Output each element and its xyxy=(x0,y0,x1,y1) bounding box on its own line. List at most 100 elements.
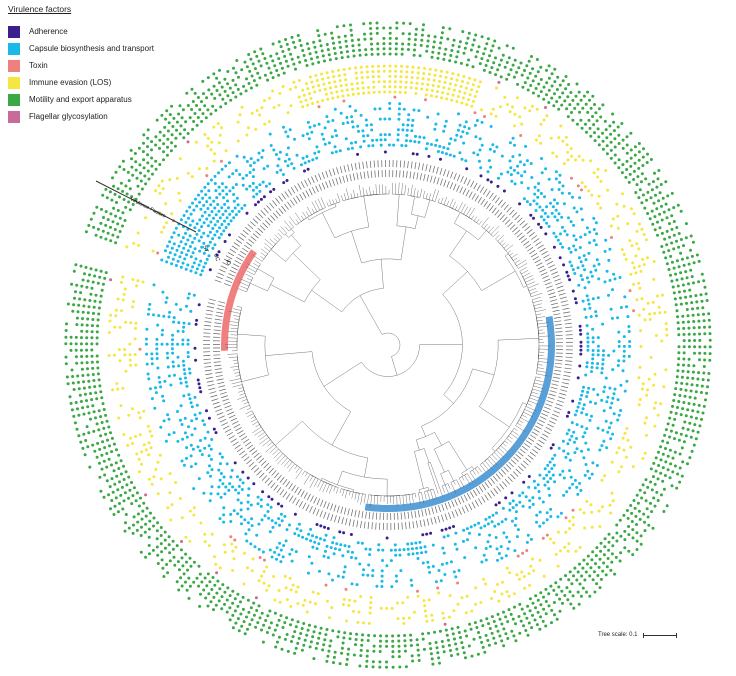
virulence-dot xyxy=(532,479,536,483)
virulence-dot xyxy=(654,456,658,460)
tip-label-tick xyxy=(523,241,530,246)
virulence-dot xyxy=(500,622,504,626)
virulence-dot xyxy=(319,524,323,528)
virulence-dot xyxy=(565,233,569,237)
virulence-dot xyxy=(198,411,202,415)
virulence-dot xyxy=(239,508,243,512)
virulence-dot xyxy=(245,615,248,619)
virulence-dot xyxy=(561,469,565,473)
tip-label-tick xyxy=(256,455,262,461)
virulence-dot xyxy=(378,665,382,669)
virulence-dot xyxy=(225,192,229,196)
virulence-dot xyxy=(301,156,305,160)
virulence-dot xyxy=(704,398,707,402)
virulence-dot xyxy=(492,620,496,623)
virulence-dot xyxy=(620,248,624,252)
virulence-dot xyxy=(354,66,357,70)
virulence-dot xyxy=(205,166,209,170)
virulence-dot xyxy=(189,454,193,458)
tip-label-tick xyxy=(261,475,268,481)
virulence-dot xyxy=(556,515,560,519)
tree-branch xyxy=(493,231,499,237)
tip-label-tick xyxy=(563,371,571,374)
tip-label-tick xyxy=(257,227,264,234)
virulence-dot xyxy=(532,91,535,95)
virulence-dot xyxy=(224,164,228,168)
tip-label-tick xyxy=(235,239,243,244)
virulence-dot xyxy=(449,137,453,141)
tip-label-tick xyxy=(338,176,342,184)
virulence-dot xyxy=(397,649,401,653)
virulence-dot xyxy=(587,302,591,306)
virulence-dot xyxy=(200,120,204,123)
virulence-dot xyxy=(707,372,711,375)
virulence-dot xyxy=(270,555,274,559)
tip-label-tick xyxy=(559,392,567,396)
tree-branch xyxy=(502,443,507,447)
virulence-dot xyxy=(109,507,112,511)
virulence-dot xyxy=(560,191,564,195)
virulence-dot xyxy=(209,474,212,478)
virulence-dot xyxy=(393,90,397,94)
virulence-dot xyxy=(686,408,690,412)
tip-label-tick xyxy=(318,184,322,191)
virulence-dot xyxy=(113,228,117,231)
virulence-dot xyxy=(342,99,346,103)
tree-branch xyxy=(465,207,472,216)
virulence-dot xyxy=(280,647,284,651)
virulence-dot xyxy=(326,76,330,80)
tip-label-tick xyxy=(554,369,562,372)
virulence-dot xyxy=(638,286,642,290)
virulence-dot xyxy=(256,200,260,204)
virulence-dot xyxy=(586,348,590,352)
virulence-dot xyxy=(84,439,88,442)
virulence-dot xyxy=(241,481,245,485)
virulence-dot xyxy=(637,166,641,170)
virulence-dot xyxy=(330,135,334,139)
virulence-dot xyxy=(604,376,608,380)
tip-label-tick xyxy=(348,518,352,526)
virulence-dot xyxy=(248,69,252,73)
virulence-dot xyxy=(565,143,569,147)
virulence-dot xyxy=(292,166,296,170)
tip-label-tick xyxy=(554,366,562,369)
virulence-dot xyxy=(228,594,232,598)
virulence-dot xyxy=(483,47,487,51)
tip-label-tick xyxy=(266,465,272,472)
virulence-dot xyxy=(497,522,500,526)
virulence-dot xyxy=(342,636,346,640)
tip-label-tick xyxy=(476,184,481,192)
virulence-dot xyxy=(133,337,137,341)
virulence-dot xyxy=(245,160,249,163)
virulence-dot xyxy=(597,143,601,147)
virulence-dot xyxy=(212,608,215,612)
tip-label-tick xyxy=(565,326,573,329)
virulence-dot xyxy=(196,96,200,99)
virulence-dot xyxy=(537,94,541,98)
virulence-dot xyxy=(311,85,315,89)
virulence-dot xyxy=(99,221,103,225)
tip-label-tick xyxy=(246,241,253,247)
virulence-dot xyxy=(357,92,360,96)
virulence-dot xyxy=(251,557,255,561)
tip-label-tick xyxy=(321,182,326,190)
virulence-dot xyxy=(437,569,441,572)
virulence-dot xyxy=(508,508,512,512)
tip-label-tick xyxy=(474,195,479,202)
virulence-dot xyxy=(368,21,372,25)
virulence-dot xyxy=(437,656,441,660)
virulence-dot xyxy=(138,163,142,167)
virulence-dot xyxy=(282,125,285,129)
virulence-dot xyxy=(487,622,490,626)
virulence-dot xyxy=(445,561,449,565)
virulence-dot xyxy=(610,236,613,239)
virulence-dot xyxy=(504,496,508,500)
virulence-dot xyxy=(590,370,593,374)
virulence-dot xyxy=(585,294,589,298)
tip-label-tick xyxy=(240,232,247,238)
virulence-dot xyxy=(72,269,76,273)
tip-label-tick xyxy=(469,491,474,498)
virulence-dot xyxy=(583,431,587,435)
virulence-dot xyxy=(640,387,644,391)
virulence-dot xyxy=(572,574,575,578)
